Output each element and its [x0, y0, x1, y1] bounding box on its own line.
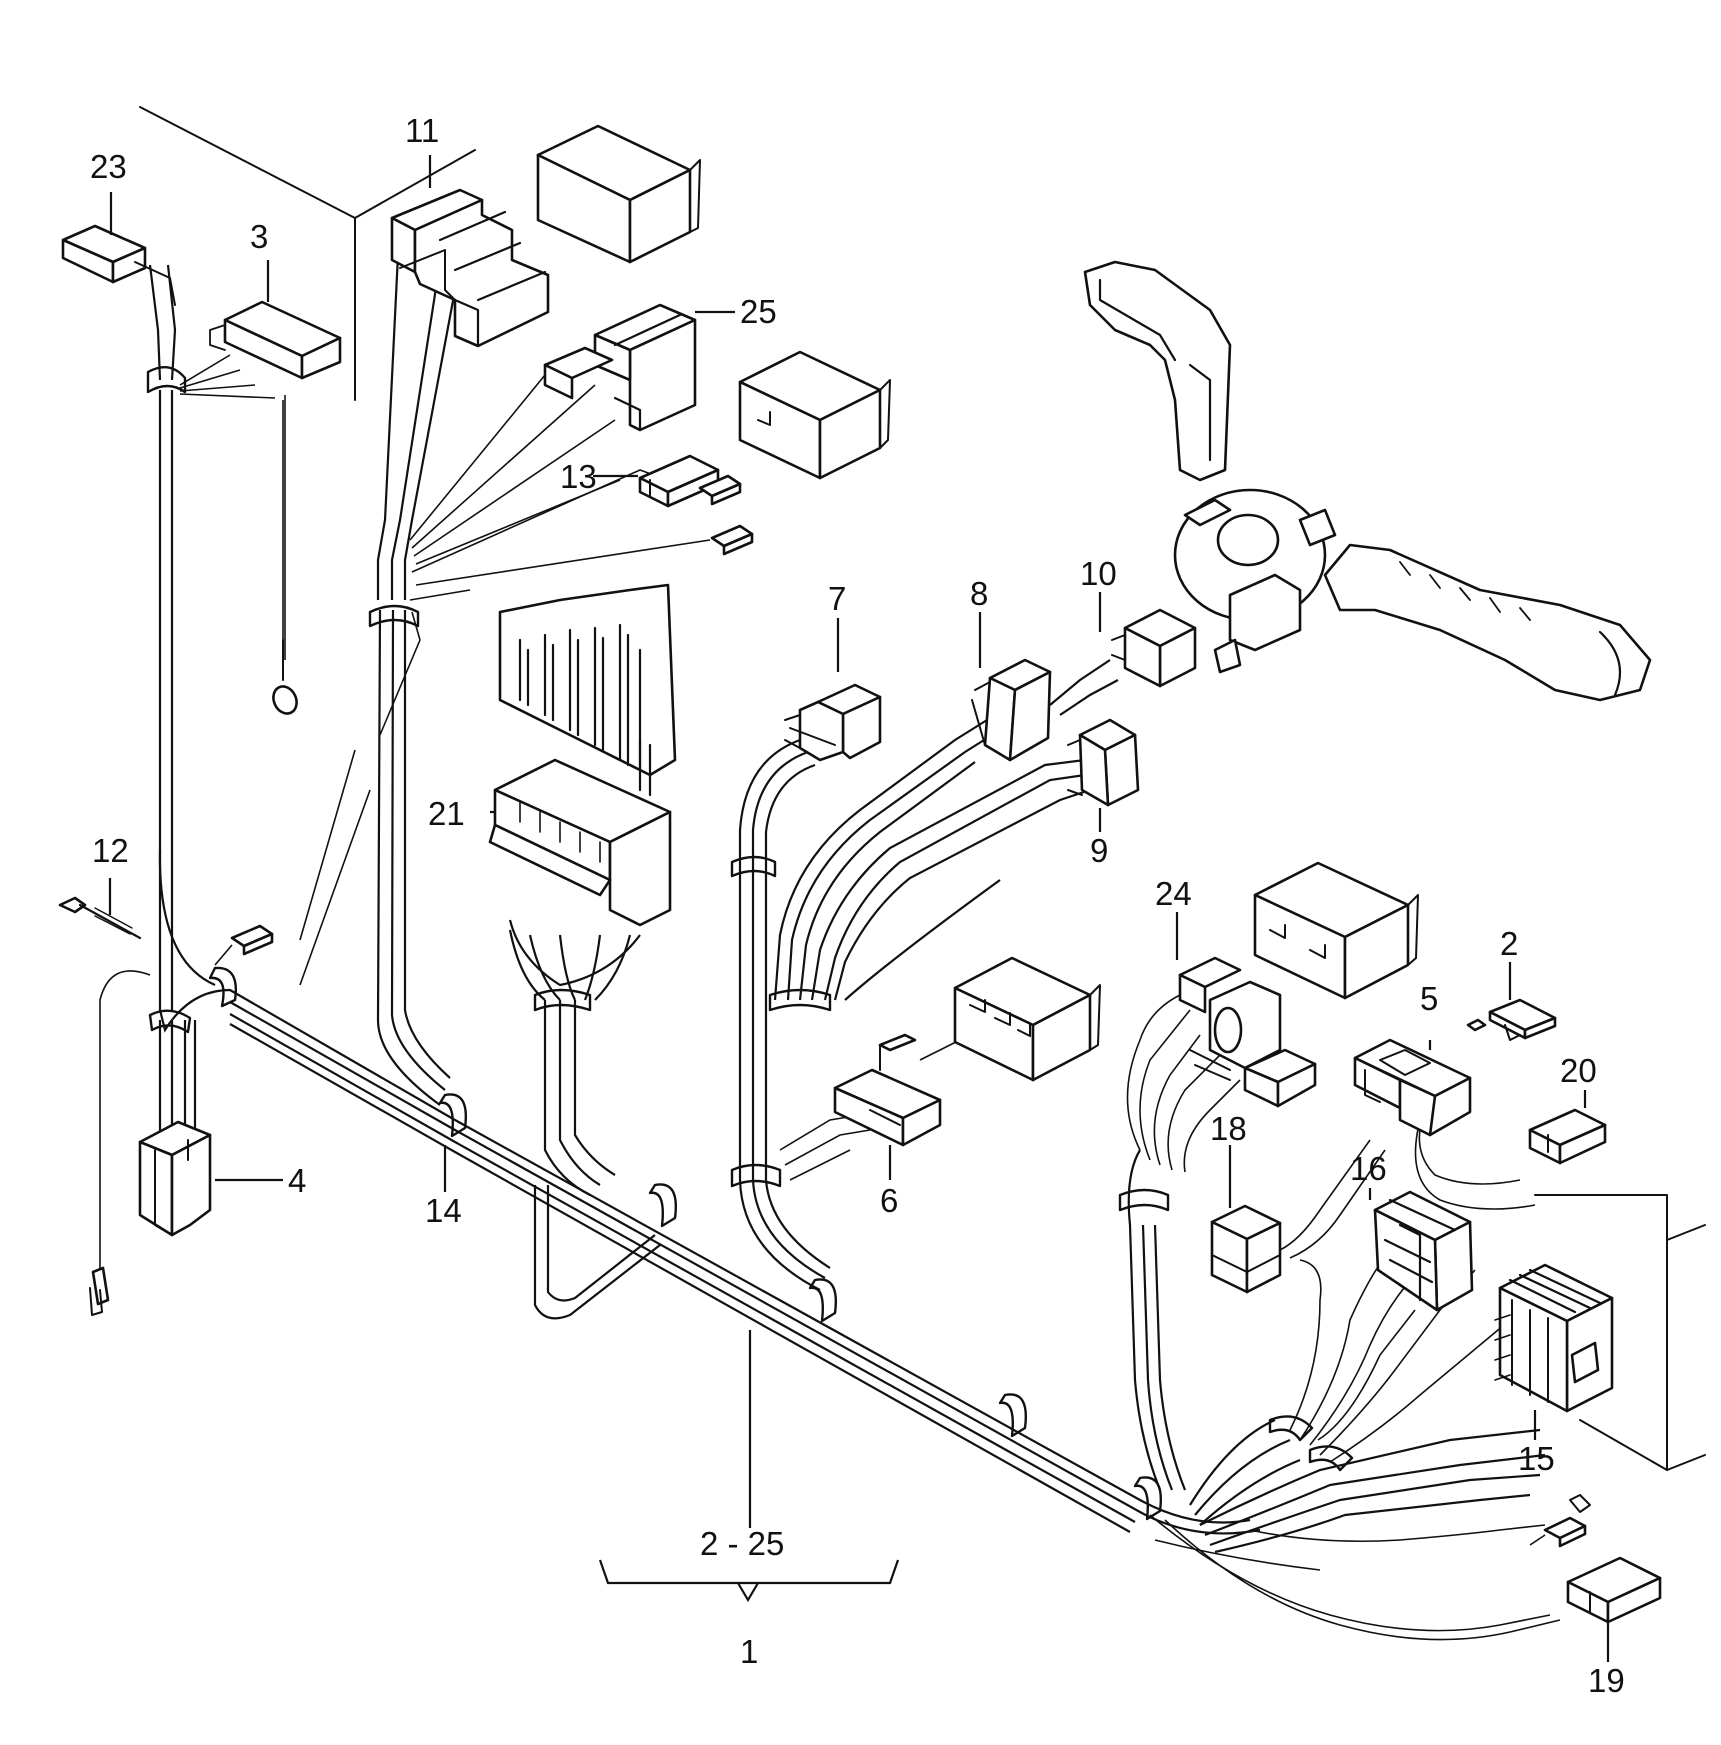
leader-lines — [108, 155, 1610, 1662]
callout-18: 18 — [1210, 1110, 1247, 1147]
callout-9: 9 — [1090, 832, 1108, 869]
wire-splice-12 — [58, 896, 142, 1316]
callout-24: 24 — [1155, 875, 1192, 912]
callout-11: 11 — [405, 112, 439, 149]
callout-12: 12 — [92, 832, 129, 869]
left-branch-wires — [99, 264, 286, 1270]
relay-near-24[interactable] — [1253, 861, 1419, 1000]
connector-24[interactable] — [1178, 956, 1317, 1108]
callout-14: 14 — [425, 1192, 462, 1229]
relay-top[interactable] — [536, 124, 701, 264]
flat-terminal-right — [1529, 1494, 1591, 1548]
callout-21: 21 — [428, 795, 465, 832]
connector-3[interactable] — [209, 300, 342, 380]
main-harness-trunk — [146, 366, 1261, 1535]
flat-terminals — [214, 474, 754, 966]
connector-15[interactable] — [1494, 1263, 1614, 1413]
connector-13[interactable] — [638, 454, 720, 508]
callout-5: 5 — [1420, 980, 1438, 1017]
ring-terminal — [272, 400, 298, 715]
callout-3: 3 — [250, 218, 268, 255]
connector-2[interactable] — [1466, 998, 1557, 1041]
callout-4: 4 — [288, 1162, 306, 1199]
connector-9[interactable] — [1067, 718, 1140, 807]
callout-10: 10 — [1080, 555, 1117, 592]
callout-8: 8 — [970, 575, 988, 612]
upper-branch-wires — [299, 254, 711, 1106]
connector-5[interactable] — [1353, 1038, 1472, 1137]
connector-8[interactable] — [971, 658, 1052, 762]
callout-labels: 23 3 11 25 13 12 4 14 21 7 8 10 9 24 2 5… — [90, 112, 1625, 1699]
connector-21-branch — [508, 919, 641, 1196]
connector-4[interactable] — [138, 1120, 212, 1237]
callout-20: 20 — [1560, 1052, 1597, 1089]
relay-middle[interactable] — [738, 350, 891, 480]
callout-2: 2 — [1500, 925, 1518, 962]
callout-15: 15 — [1518, 1440, 1555, 1477]
relay-near-6[interactable] — [953, 956, 1101, 1082]
callout-16: 16 — [1350, 1150, 1387, 1187]
connector-10[interactable] — [1111, 608, 1197, 688]
steering-column-switch[interactable] — [1083, 260, 1652, 702]
callout-6: 6 — [880, 1182, 898, 1219]
callout-25: 25 — [740, 293, 777, 330]
callout-13: 13 — [560, 458, 597, 495]
center-branch-wires — [730, 659, 1119, 1291]
connector-18[interactable] — [1210, 1204, 1282, 1294]
connector-6[interactable] — [833, 1033, 942, 1147]
callout-1: 1 — [740, 1633, 758, 1670]
connector-21[interactable] — [488, 583, 677, 927]
connector-23[interactable] — [61, 224, 176, 306]
connector-25[interactable] — [543, 303, 697, 432]
connector-19[interactable] — [1566, 1556, 1662, 1624]
callout-23: 23 — [90, 148, 127, 185]
callout-19: 19 — [1588, 1662, 1625, 1699]
right-branch-wires — [1118, 994, 1561, 1641]
connector-11[interactable] — [390, 188, 550, 348]
callout-7: 7 — [828, 580, 846, 617]
range-label: 2 - 25 — [700, 1525, 784, 1562]
connector-7[interactable] — [784, 683, 882, 762]
dashboard-panel-outline — [139, 106, 1706, 1471]
connector-16[interactable] — [1373, 1190, 1474, 1312]
connector-20[interactable] — [1528, 1108, 1607, 1165]
